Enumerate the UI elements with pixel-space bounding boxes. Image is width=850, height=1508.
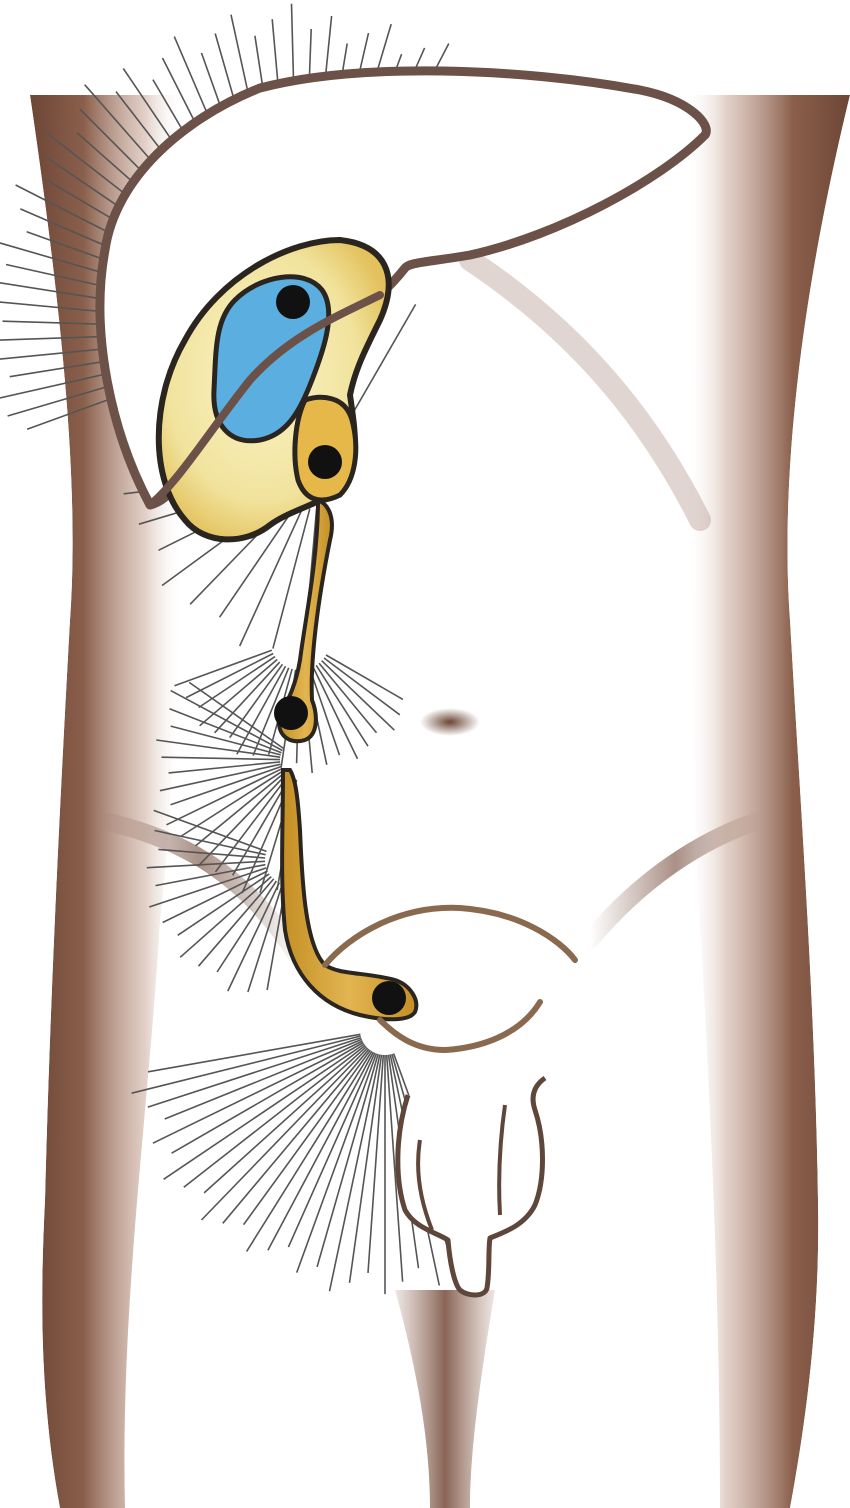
groin-rays-line: [368, 1055, 383, 1273]
genitals: [398, 1078, 545, 1295]
mid-abdomen-rays-line: [156, 740, 280, 757]
upper-abdomen-rays-line: [326, 655, 403, 699]
mid-abdomen-rays-line: [171, 767, 282, 805]
rib-margin-shadow: [470, 260, 700, 520]
upper-abdomen-rays-line: [324, 658, 400, 715]
upper-abdomen-rays-line: [200, 660, 278, 726]
upper-abdomen-rays-line: [186, 654, 273, 698]
groin-rays-line: [297, 1054, 377, 1273]
leg-gap-shadow: [395, 1290, 495, 1508]
pain-point-groin: [372, 981, 406, 1015]
pain-point-stone: [276, 285, 310, 319]
pathway-lower-segment: [282, 770, 416, 1019]
groin-rays-line: [153, 1041, 363, 1143]
groin-rays-line: [202, 1048, 368, 1220]
mid-abdomen-rays-line: [162, 757, 281, 759]
upper-abdomen-rays-line: [199, 657, 275, 708]
upper-abdomen-rays-line: [316, 665, 368, 746]
navel: [420, 708, 480, 736]
groin-rays-line: [244, 1050, 371, 1224]
bladder-upper-outline: [325, 908, 575, 965]
upper-abdomen-rays-line: [322, 661, 395, 731]
pain-point-abdomen: [274, 696, 308, 730]
groin-rays-line: [330, 1055, 380, 1292]
pain-point-gallbladder-neck: [308, 445, 342, 479]
